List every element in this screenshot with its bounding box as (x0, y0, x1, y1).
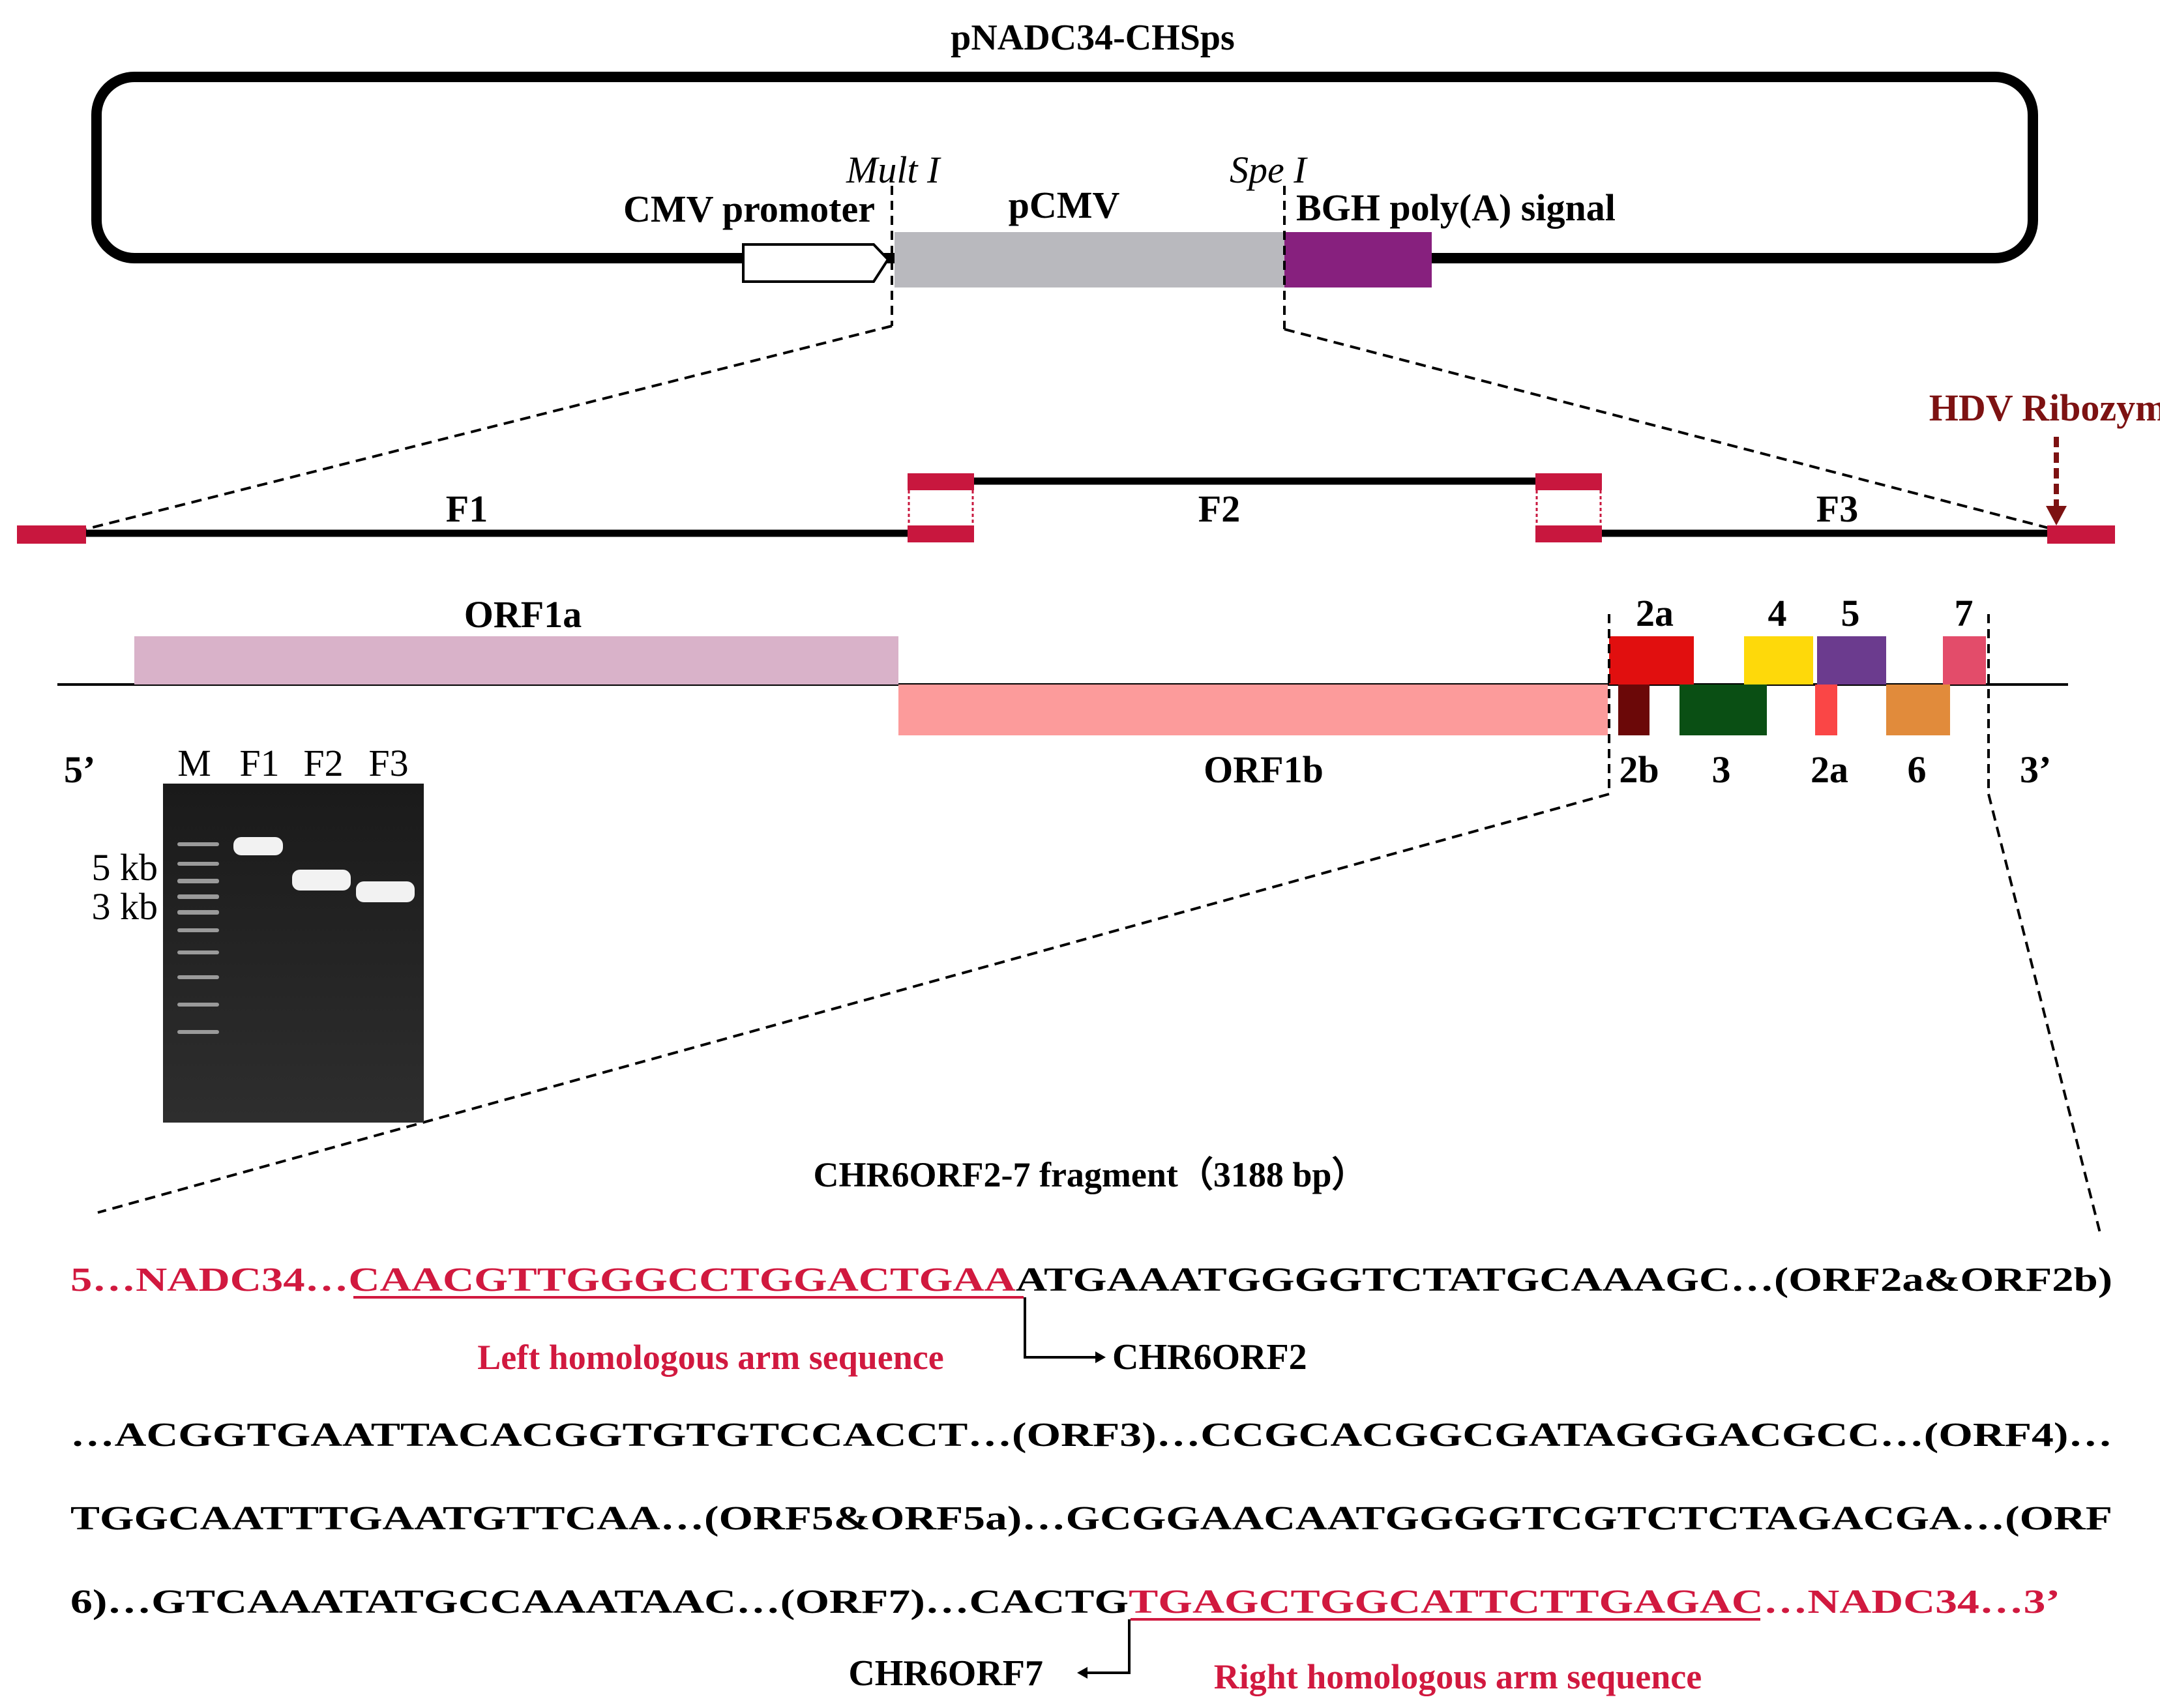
arm-right-end (2047, 525, 2115, 544)
orf5-box (1817, 636, 1886, 685)
bgh-segment (1284, 232, 1432, 287)
orf7-box (1943, 636, 1986, 685)
chr6orf2-label: CHR6ORF2 (1112, 1337, 1307, 1377)
orf1b-label: ORF1b (1204, 748, 1324, 791)
seq-3prime-red: …NADC34…3’ (1764, 1583, 2060, 1621)
spe-site-label: Spe I (1230, 149, 1308, 191)
right-arm-label: Right homologous arm sequence (1214, 1657, 1702, 1696)
seq-line-2: …ACGGTGAATTACACGGTGTGTCCACCT…(ORF3)…CCGC… (70, 1417, 2112, 1454)
chr6orf7-pointer (1085, 1619, 1131, 1674)
seq-right-arm-underlined: TGAGCTGGCATTCTTGAGAC (1129, 1583, 1764, 1621)
seq-orf6-orf7: 6)…GTCAAATATGCCAAATAAC…(ORF7)…CACTG (70, 1583, 1129, 1621)
bgh-label: BGH poly(A) signal (1296, 186, 1616, 229)
ladder-band (177, 950, 219, 954)
plasmid-outline (91, 72, 2038, 263)
ladder-band (177, 1030, 219, 1034)
ladder-band (177, 975, 219, 979)
gel-lane-f2: F2 (303, 742, 343, 784)
pcmv-label: pCMV (1009, 184, 1120, 226)
ladder-band (177, 879, 219, 883)
seq-line-3: TGGCAATTTGAATGTTCAA…(ORF5&ORF5a)…GCGGAAC… (70, 1500, 2112, 1537)
chr6orf7-label: CHR6ORF7 (848, 1653, 1043, 1694)
orf4-label: 4 (1768, 592, 1787, 634)
gel-lane-m: M (177, 742, 211, 784)
overlap-f1f2-top (908, 473, 974, 490)
orf5a-box (1815, 685, 1837, 735)
chr6orf2-pointer (1024, 1297, 1099, 1359)
seq-orf2-start: ATGAAATGGGGTCTATGCAAAGC…(ORF2a&ORF2b) (1016, 1261, 2112, 1299)
orf2a-box (1609, 636, 1694, 685)
ribozyme-label: HDV Ribozyme (1929, 387, 2160, 429)
orf5-label: 5 (1841, 592, 1860, 634)
orf1b-bar (898, 685, 1608, 735)
orf2b-box (1618, 685, 1650, 735)
gel-lane-f3: F3 (368, 742, 408, 784)
zoom-line-left (84, 325, 893, 531)
orf3-box (1679, 685, 1767, 735)
mult-site-label: Mult I (846, 149, 941, 191)
ladder-band (177, 910, 219, 915)
ladder-band (177, 1003, 219, 1007)
gel-marker-5kb: 5 kb (92, 846, 158, 889)
ladder-band (177, 894, 219, 899)
overlap-f2f3-top (1535, 473, 1602, 490)
ribozyme-arrow-head (2046, 506, 2067, 525)
seq-left-arm-underlined: CAACGTTGGGCCTGGACTGAA (348, 1261, 1016, 1299)
three-prime-label: 3’ (2020, 748, 2051, 791)
cmv-promoter-label: CMV promoter (623, 188, 875, 230)
left-arm-label: Left homologous arm sequence (477, 1338, 943, 1377)
orf2a-label: 2a (1636, 592, 1674, 634)
zoom-line-region-right (1987, 793, 2102, 1236)
zoom-line-right (1284, 328, 2054, 531)
chr6orf7-arrowhead (1077, 1667, 1087, 1679)
orf4-box (1744, 636, 1813, 685)
gel-band-f3 (356, 881, 415, 902)
orf7-label: 7 (1955, 592, 1974, 634)
orf2b-label: 2b (1619, 748, 1659, 791)
gel-lane-f1: F1 (239, 742, 279, 784)
orf1a-label: ORF1a (464, 593, 582, 636)
ladder-band (177, 928, 219, 932)
orf6-label: 6 (1908, 748, 1927, 791)
fragment-f2-label: F2 (1198, 488, 1240, 530)
zoom-line-region-left (97, 793, 1610, 1214)
fragment-f3-label: F3 (1816, 488, 1858, 530)
orf5a-label: 2a (1811, 748, 1848, 791)
overlap-f1f2-bottom (908, 525, 974, 542)
ladder-band (177, 842, 219, 846)
orf3-label: 3 (1712, 748, 1731, 791)
gel-band-f1 (233, 837, 283, 855)
gel-image: M F1 F2 F3 5 kb 3 kb (92, 742, 424, 1123)
orf6-box (1886, 685, 1950, 735)
fragment-title: CHR6ORF2-7 fragment（3188 bp） (814, 1155, 1367, 1194)
seq-5prime-red: 5…NADC34… (70, 1261, 348, 1299)
plasmid-title: pNADC34-CHSps (951, 18, 1235, 58)
cmv-promoter-arrow (742, 243, 890, 283)
gel-marker-3kb: 3 kb (92, 885, 158, 928)
ladder-band (177, 862, 219, 866)
overlap-f2f3-bottom (1535, 525, 1602, 542)
five-prime-label: 5’ (64, 748, 95, 791)
arm-left-end (17, 525, 86, 544)
gel-band-f2 (292, 870, 351, 891)
fragment-f1-label: F1 (446, 488, 488, 530)
chr6orf2-arrowhead (1095, 1351, 1106, 1363)
orf1a-bar (134, 636, 898, 685)
pcmv-segment (895, 232, 1284, 287)
gel-ladder (177, 842, 219, 1034)
